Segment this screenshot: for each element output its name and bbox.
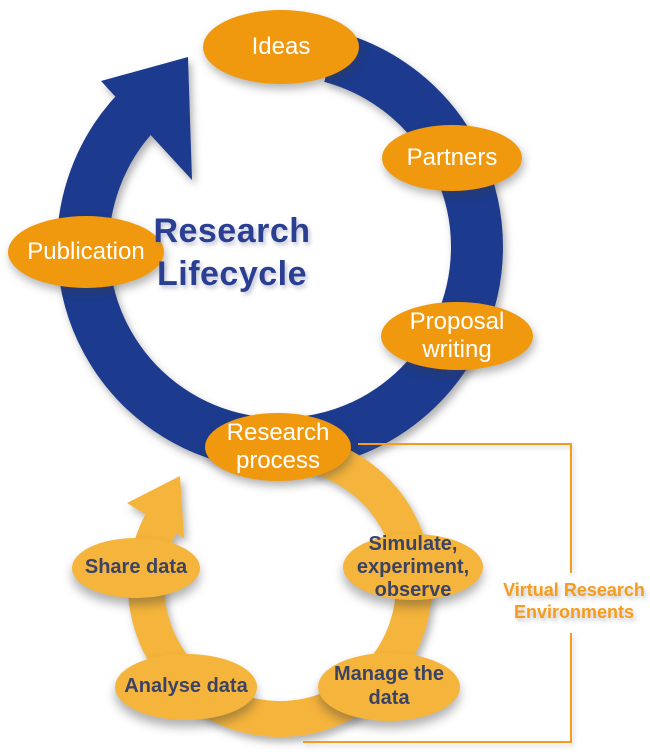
inner-cycle-arrowhead-icon: [127, 476, 184, 538]
node-research-process-label: Research process: [226, 418, 330, 474]
node-manage-the-data: Manage the data: [318, 653, 460, 721]
node-analyse-data-label: Analyse data: [124, 675, 248, 698]
node-publication: Publication: [8, 216, 164, 288]
vre-bracket-top: [358, 443, 572, 573]
node-proposal-writing-label: Proposal writing: [409, 307, 505, 363]
vre-bracket-bottom: [303, 633, 572, 743]
vre-annotation-label: Virtual Research Environments: [503, 580, 645, 622]
node-share-data: Share data: [72, 538, 200, 598]
node-simulate-experiment-observe-label: Simulate, experiment, observe: [356, 532, 470, 601]
node-research-process: Research process: [205, 413, 351, 481]
outer-cycle-arrowhead-icon: [101, 57, 192, 180]
node-ideas-label: Ideas: [251, 32, 311, 60]
node-manage-the-data-label: Manage the data: [333, 663, 445, 709]
node-partners: Partners: [382, 125, 522, 191]
node-analyse-data: Analyse data: [115, 654, 257, 720]
node-publication-label: Publication: [27, 237, 145, 265]
node-simulate-experiment-observe: Simulate, experiment, observe: [343, 532, 483, 601]
node-ideas: Ideas: [203, 10, 359, 84]
diagram-title: Research Lifecycle: [153, 212, 311, 293]
node-partners-label: Partners: [406, 143, 498, 171]
node-share-data-label: Share data: [84, 556, 188, 579]
node-proposal-writing: Proposal writing: [381, 302, 533, 370]
